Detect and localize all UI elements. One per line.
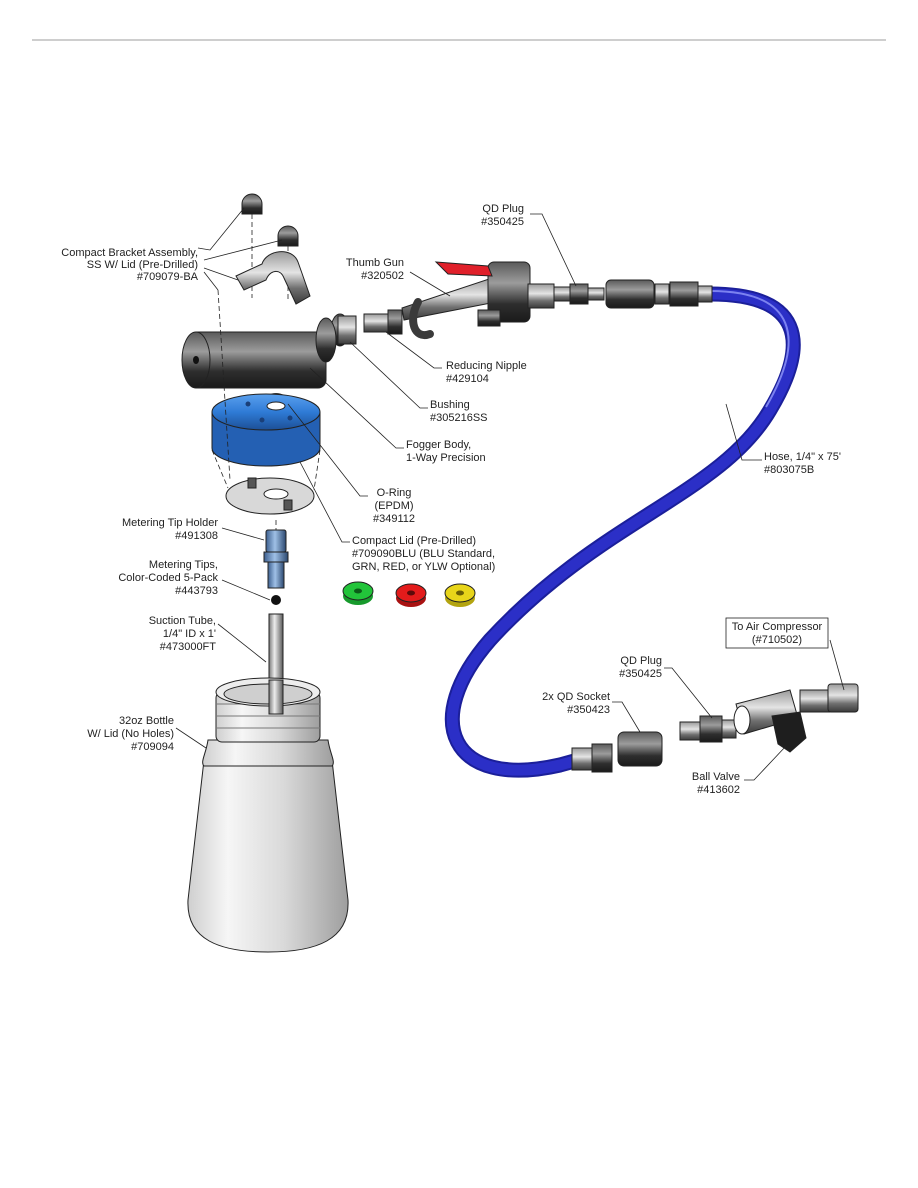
svg-text:#413602: #413602 [697, 784, 740, 796]
qd-socket-bottom [571, 731, 663, 773]
svg-text:SS W/ Lid (Pre-Drilled): SS W/ Lid (Pre-Drilled) [87, 259, 198, 271]
tip-green [342, 581, 374, 605]
svg-text:#350425: #350425 [481, 216, 524, 228]
svg-text:Suction Tube,: Suction Tube, [149, 615, 216, 627]
svg-text:Hose, 1/4" x 75': Hose, 1/4" x 75' [764, 451, 841, 463]
svg-text:O-Ring: O-Ring [377, 487, 412, 499]
svg-text:Compact Bracket Assembly,: Compact Bracket Assembly, [61, 247, 198, 259]
svg-text:#429104: #429104 [446, 373, 489, 385]
qd-plug-top [551, 283, 605, 305]
label-qd-plug-top: QD Plug #350425 [481, 203, 524, 228]
svg-text:2x QD Socket: 2x QD Socket [542, 691, 610, 703]
svg-text:#349112: #349112 [373, 513, 415, 525]
svg-text:QD Plug: QD Plug [482, 203, 524, 215]
metering-tip-holder [263, 529, 289, 589]
leader-lines [175, 207, 845, 781]
svg-text:Bushing: Bushing [430, 399, 470, 411]
hose [445, 286, 801, 778]
svg-text:W/ Lid (No Holes): W/ Lid (No Holes) [87, 728, 174, 740]
label-reducing-nipple: Reducing Nipple #429104 [446, 360, 527, 385]
svg-text:#305216SS: #305216SS [430, 412, 488, 424]
svg-text:GRN, RED, or YLW Optional): GRN, RED, or YLW Optional) [352, 561, 495, 573]
thumb-gun [401, 261, 555, 340]
svg-text:#803075B: #803075B [764, 464, 814, 476]
svg-text:#709090BLU (BLU Standard,: #709090BLU (BLU Standard, [352, 548, 495, 560]
label-qd-plug-bottom: QD Plug #350425 [619, 655, 662, 680]
label-to-air-compressor: To Air Compressor (#710502) [725, 617, 829, 649]
svg-text:Metering Tip Holder: Metering Tip Holder [122, 517, 218, 529]
svg-text:#443793: #443793 [175, 585, 218, 597]
svg-text:Thumb Gun: Thumb Gun [346, 257, 404, 269]
fogger-body [181, 317, 337, 389]
compressor-fitting [799, 683, 859, 713]
bracket [235, 251, 311, 305]
label-o-ring: O-Ring (EPDM) #349112 [373, 487, 415, 525]
svg-text:Color-Coded 5-Pack: Color-Coded 5-Pack [118, 572, 218, 584]
qd-socket-top [605, 279, 713, 309]
svg-text:Fogger Body,: Fogger Body, [406, 439, 471, 451]
label-bracket: Compact Bracket Assembly, SS W/ Lid (Pre… [61, 247, 198, 283]
tip-yellow [444, 583, 476, 607]
label-metering-tip-holder: Metering Tip Holder #491308 [122, 517, 218, 542]
bottle [187, 677, 349, 953]
label-metering-tips: Metering Tips, Color-Coded 5-Pack #44379… [118, 559, 218, 597]
svg-text:(#710502): (#710502) [752, 634, 802, 646]
label-suction-tube: Suction Tube, 1/4" ID x 1' #473000FT [149, 615, 217, 653]
svg-text:1/4" ID x 1': 1/4" ID x 1' [163, 628, 216, 640]
label-bottle: 32oz Bottle W/ Lid (No Holes) #709094 [87, 715, 174, 753]
label-fogger-body: Fogger Body, 1-Way Precision [406, 439, 486, 464]
svg-text:Metering Tips,: Metering Tips, [149, 559, 218, 571]
svg-text:#709079-BA: #709079-BA [137, 271, 199, 283]
label-compact-lid: Compact Lid (Pre-Drilled) #709090BLU (BL… [352, 535, 495, 573]
label-ball-valve: Ball Valve #413602 [692, 771, 740, 796]
gasket-disc [225, 477, 315, 515]
metering-tip [271, 595, 281, 605]
reducing-nipple [363, 309, 403, 335]
qd-plug-bottom [679, 715, 737, 743]
svg-text:(EPDM): (EPDM) [374, 500, 413, 512]
svg-text:#491308: #491308 [175, 530, 218, 542]
svg-text:Ball Valve: Ball Valve [692, 771, 740, 783]
label-hose: Hose, 1/4" x 75' #803075B [764, 451, 841, 476]
assembly-guides [211, 289, 321, 530]
svg-text:#350423: #350423 [567, 704, 610, 716]
color-tips [342, 581, 476, 607]
label-qd-socket: 2x QD Socket #350423 [542, 691, 610, 716]
svg-text:#320502: #320502 [361, 270, 404, 282]
svg-text:Reducing Nipple: Reducing Nipple [446, 360, 527, 372]
svg-text:#350425: #350425 [619, 668, 662, 680]
label-thumb-gun: Thumb Gun #320502 [346, 257, 404, 282]
compact-lid [211, 393, 321, 467]
svg-text:#709094: #709094 [131, 741, 174, 753]
svg-text:#473000FT: #473000FT [160, 641, 217, 653]
svg-text:QD Plug: QD Plug [620, 655, 662, 667]
svg-text:To Air Compressor: To Air Compressor [732, 621, 823, 633]
tip-red [395, 583, 427, 607]
svg-text:1-Way Precision: 1-Way Precision [406, 452, 486, 464]
svg-text:Compact Lid (Pre-Drilled): Compact Lid (Pre-Drilled) [352, 535, 476, 547]
ball-valve [733, 689, 807, 753]
label-bushing: Bushing #305216SS [430, 399, 488, 424]
svg-text:32oz Bottle: 32oz Bottle [119, 715, 174, 727]
